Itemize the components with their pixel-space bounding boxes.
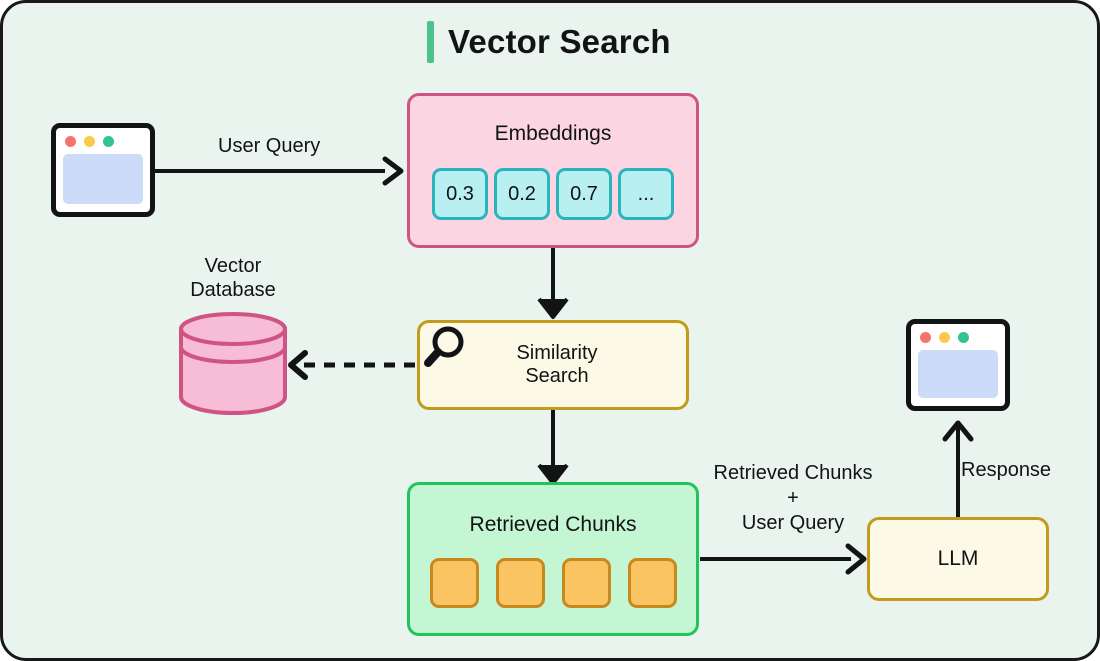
- vector-database-label-line1: Vector: [204, 255, 262, 277]
- chunk-item: [561, 558, 611, 608]
- chunk-item: [429, 558, 479, 608]
- edge-label-line1: Retrieved Chunks: [713, 462, 873, 484]
- llm-label: LLM: [937, 547, 979, 570]
- embedding-value-chip: 0.3: [432, 168, 488, 220]
- window-dots: [65, 135, 143, 148]
- embeddings-label: Embeddings: [494, 122, 612, 145]
- similarity-search-label: Similarity Search: [442, 342, 686, 388]
- window-dot-red-icon: [920, 332, 931, 343]
- window-dot-green-icon: [958, 332, 969, 343]
- title-label: Vector Search: [448, 23, 671, 60]
- edge-label-response: Response: [961, 459, 1052, 481]
- window-dots: [920, 331, 998, 344]
- chunk-item: [495, 558, 545, 608]
- connectors-layer: [155, 156, 974, 575]
- similarity-search-label-line1: Similarity: [516, 342, 598, 364]
- retrieved-chunks-items: [410, 558, 696, 608]
- llm-node: LLM: [867, 517, 1049, 601]
- page-title: Vector Search: [427, 21, 671, 63]
- chunk-item: [627, 558, 677, 608]
- embedding-value-chip: 0.7: [556, 168, 612, 220]
- embeddings-node: Embeddings 0.3 0.2 0.7 ...: [407, 93, 699, 248]
- embedding-value-chip: ...: [618, 168, 674, 220]
- browser-window-response-icon: [906, 319, 1010, 411]
- window-screen-area: [63, 154, 143, 204]
- window-dot-yellow-icon: [84, 136, 95, 147]
- edge-similarity-to-database: [288, 350, 415, 380]
- window-dot-yellow-icon: [939, 332, 950, 343]
- title-accent-bar: [427, 21, 434, 63]
- similarity-search-label-line2: Search: [525, 365, 589, 387]
- edge-label-line2: +: [787, 487, 799, 509]
- edge-embeddings-to-similarity: [537, 248, 569, 319]
- window-dot-red-icon: [65, 136, 76, 147]
- window-screen-area: [918, 350, 998, 398]
- browser-window-user-icon: [51, 123, 155, 217]
- edge-llm-to-response: [942, 420, 974, 517]
- edge-label-user-query: User Query: [218, 135, 321, 157]
- edge-user-to-embeddings: [155, 156, 404, 186]
- vector-database-label: Vector Database: [163, 254, 303, 302]
- edge-chunks-to-llm: [700, 543, 867, 575]
- similarity-search-node: Similarity Search: [417, 320, 689, 410]
- vector-database-label-line2: Database: [190, 279, 276, 301]
- embedding-value-chip: 0.2: [494, 168, 550, 220]
- edge-label-line3: User Query: [741, 512, 845, 534]
- edge-label-chunks-to-llm: Retrieved Chunks + User Query: [703, 461, 883, 536]
- window-dot-green-icon: [103, 136, 114, 147]
- vector-database-cylinder-icon: [179, 312, 287, 415]
- retrieved-chunks-label: Retrieved Chunks: [469, 513, 637, 536]
- embeddings-values: 0.3 0.2 0.7 ...: [410, 168, 696, 220]
- edge-similarity-to-chunks: [537, 410, 569, 485]
- magnifier-icon: [424, 326, 464, 367]
- retrieved-chunks-node: Retrieved Chunks: [407, 482, 699, 636]
